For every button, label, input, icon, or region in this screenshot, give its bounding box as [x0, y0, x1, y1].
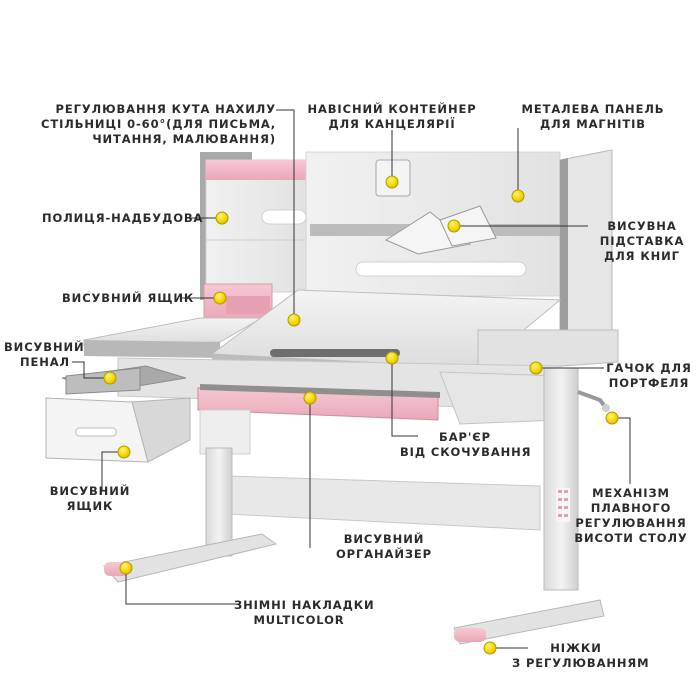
crossbar: [227, 475, 541, 531]
label-tilt-adjustment: РЕГУЛЮВАННЯ КУТА НАХИЛУ СТІЛЬНИЦІ 0-60°(…: [41, 102, 276, 146]
left-foot: [103, 533, 278, 583]
leader-tilt: [276, 109, 295, 320]
hutch-top-pink-trim: [206, 160, 306, 180]
label-top-drawer: ВИСУВНИЙ ЯЩИК: [62, 291, 195, 305]
label-adjustable-legs: НІЖКИ З РЕГУЛЮВАННЯМ: [512, 641, 650, 670]
left-leg: [205, 447, 233, 557]
panel-slot: [355, 261, 527, 277]
leader-pads: [125, 568, 236, 605]
crank-handle: [577, 390, 608, 410]
desktop-left-edge: [84, 340, 220, 358]
label-stationery-container: НАВІСНИЙ КОНТЕЙНЕР ДЛЯ КАНЦЕЛЯРІЇ: [307, 102, 477, 131]
label-organizer: ВИСУВНИЙ ОРГАНАЙЗЕР: [335, 532, 433, 561]
marker-mechanism-dot: [605, 411, 619, 425]
marker-shelf-dot: [215, 211, 229, 225]
right-leg: [543, 367, 579, 591]
pencil-case: [65, 367, 141, 395]
label-shelf-hutch: ПОЛИЦЯ-НАДБУДОВА: [42, 211, 204, 225]
marker-magnet-dot: [511, 189, 525, 203]
leader-side-drawer: [101, 451, 124, 490]
markers: [103, 175, 619, 655]
leader-mechanism: [612, 417, 631, 484]
drawers: [45, 365, 561, 463]
desktop-right: [477, 329, 619, 373]
leader-barrier: [391, 358, 418, 437]
label-side-drawer: ВИСУВНИЙ ЯЩИК: [49, 484, 131, 513]
side-drawer-side: [131, 397, 191, 463]
organizer-rail: [200, 384, 440, 398]
marker-tilt-dot: [287, 313, 301, 327]
book-stand: [384, 211, 472, 255]
label-magnetic-panel: МЕТАЛЕВА ПАНЕЛЬ ДЛЯ МАГНІТІВ: [521, 102, 665, 131]
hutch-drawer-front: [226, 296, 270, 314]
height-scale: [556, 488, 570, 522]
marker-barrier-dot: [385, 351, 399, 365]
leader-pencil: [72, 361, 108, 379]
handle-slot: [261, 209, 307, 225]
crank-knob: [602, 404, 610, 412]
label-anti-roll-barrier: БАР'ЄР ВІД СКОЧУВАННЯ: [400, 430, 532, 459]
cabinet-block: [199, 409, 251, 455]
marker-legs-dot: [483, 641, 497, 655]
marker-container-dot: [385, 175, 399, 189]
marker-pads-dot: [119, 561, 133, 575]
marker-hook-dot: [529, 361, 543, 375]
right-body: [439, 371, 561, 425]
label-bag-hook: ГАЧОК ДЛЯ ПОРТФЕЛЯ: [606, 361, 692, 390]
marker-top-drawer-dot: [213, 291, 227, 305]
right-foot-pad: [454, 628, 486, 642]
hutch: [200, 149, 613, 335]
label-pencil-case: ВИСУВНИЙ ПЕНАЛ: [4, 340, 85, 369]
anti-roll-barrier: [270, 349, 400, 357]
label-height-mechanism: МЕХАНІЗМ ПЛАВНОГО РЕГУЛЮВАННЯ ВИСОТИ СТО…: [574, 486, 688, 545]
hutch-right-edge: [560, 158, 568, 330]
marker-side-drawer-dot: [117, 445, 131, 459]
side-drawer-handle: [75, 427, 117, 437]
frame: [103, 367, 610, 645]
marker-organizer-dot: [303, 391, 317, 405]
label-book-stand: ВИСУВНА ПІДСТАВКА ДЛЯ КНИГ: [599, 219, 685, 263]
marker-stand-dot: [447, 219, 461, 233]
marker-pencil-dot: [103, 371, 117, 385]
label-removable-pads: ЗНІМНІ НАКЛАДКИ MULTICOLOR: [234, 598, 375, 627]
